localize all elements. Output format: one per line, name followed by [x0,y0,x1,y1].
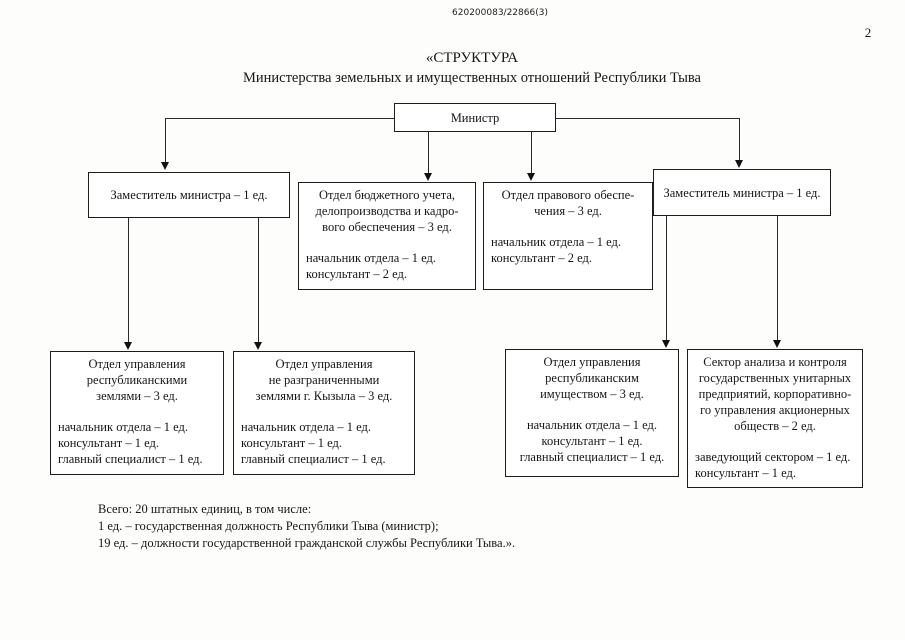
title-line-1: «СТРУКТУРА [425,50,519,66]
dept-budget-box: Отдел бюджетного учета, делопроизводства… [298,182,476,290]
arrow-down-icon [161,162,169,170]
title-line-2: Министерства земельных и имущественных о… [242,70,701,86]
dept-republican-lands-title: Отдел управления республиканскими землям… [86,357,188,403]
arrow-down-icon [662,340,670,348]
minister-box: Министр [394,103,556,132]
dept-republican-property-box: Отдел управления республиканским имущест… [505,349,679,477]
dept-republican-property-title: Отдел управления республиканским имущест… [540,355,644,401]
arrow-down-icon [735,160,743,168]
arrow-down-icon [527,173,535,181]
arrow-down-icon [424,173,432,181]
connector-line [165,118,394,120]
dept-legal-box: Отдел правового обеспе- чения – 3 ед. на… [483,182,653,290]
connector-line [777,216,779,342]
totals-line-2: 1 ед. – государственная должность Респуб… [98,518,439,533]
totals-line-3: 19 ед. – должности государственной гражд… [98,535,516,550]
connector-line [258,217,260,343]
arrow-down-icon [254,342,262,350]
arrow-down-icon [773,340,781,348]
sector-analysis-box: Сектор анализа и контроля государственны… [687,349,863,488]
dept-legal-title: Отдел правового обеспе- чения – 3 ед. [501,188,635,218]
deputy-minister-left-label: Заместитель министра – 1 ед. [110,188,268,202]
deputy-minister-right-box: Заместитель министра – 1 ед. [653,169,831,216]
dept-undelimited-lands-staff: начальник отдела – 1 ед. консультант – 1… [241,420,386,466]
dept-budget-staff: начальник отдела – 1 ед. консультант – 2… [306,251,437,281]
connector-line [666,216,668,342]
sector-analysis-title: Сектор анализа и контроля государственны… [698,355,852,433]
dept-republican-lands-staff: начальник отдела – 1 ед. консультант – 1… [58,420,203,466]
connector-line [165,118,167,164]
dept-republican-property-staff: начальник отдела – 1 ед. консультант – 1… [519,418,665,464]
document-title: «СТРУКТУРА Министерства земельных и имущ… [172,48,772,88]
totals-line-1: Всего: 20 штатных единиц, в том числе: [98,502,312,516]
staff-totals: Всего: 20 штатных единиц, в том числе: 1… [98,501,515,551]
document-ref-number: 620200083/22866(3) [452,8,548,18]
dept-republican-lands-box: Отдел управления республиканскими землям… [50,351,224,475]
connector-line [531,131,533,175]
sector-analysis-staff: заведующий сектором – 1 ед. консультант … [695,450,851,480]
minister-label: Министр [450,110,500,125]
connector-line [428,131,430,175]
deputy-minister-left-box: Заместитель министра – 1 ед. [88,172,290,218]
page-number: 2 [864,25,872,40]
connector-line [739,118,741,162]
arrow-down-icon [124,342,132,350]
deputy-minister-right-label: Заместитель министра – 1 ед. [663,185,821,200]
dept-budget-title: Отдел бюджетного учета, делопроизводства… [315,188,459,234]
dept-legal-staff: начальник отдела – 1 ед. консультант – 2… [491,235,622,265]
connector-line [556,118,739,120]
connector-line [128,217,130,343]
dept-undelimited-lands-title: Отдел управления не разграниченными земл… [255,357,393,403]
dept-undelimited-lands-box: Отдел управления не разграниченными земл… [233,351,415,475]
